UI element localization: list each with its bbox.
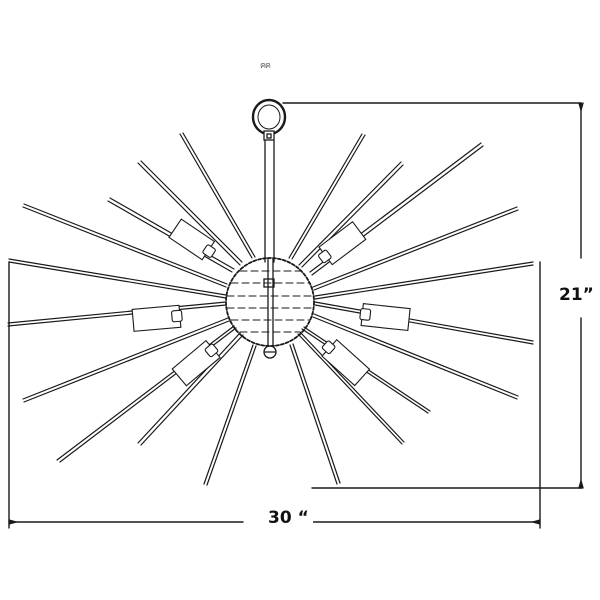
height-dimension-line — [282, 102, 584, 489]
spokes — [7, 132, 534, 486]
stem-rod — [264, 140, 275, 263]
hanging-loop — [251, 98, 287, 141]
center-sphere — [225, 257, 315, 359]
width-dimension-line — [8, 261, 541, 529]
bulbs — [131, 218, 411, 387]
top-annotation-mark: ฅฅ — [260, 61, 271, 71]
height-dimension-label: 21” — [559, 285, 594, 305]
width-dimension-label: 30 “ — [264, 508, 313, 528]
